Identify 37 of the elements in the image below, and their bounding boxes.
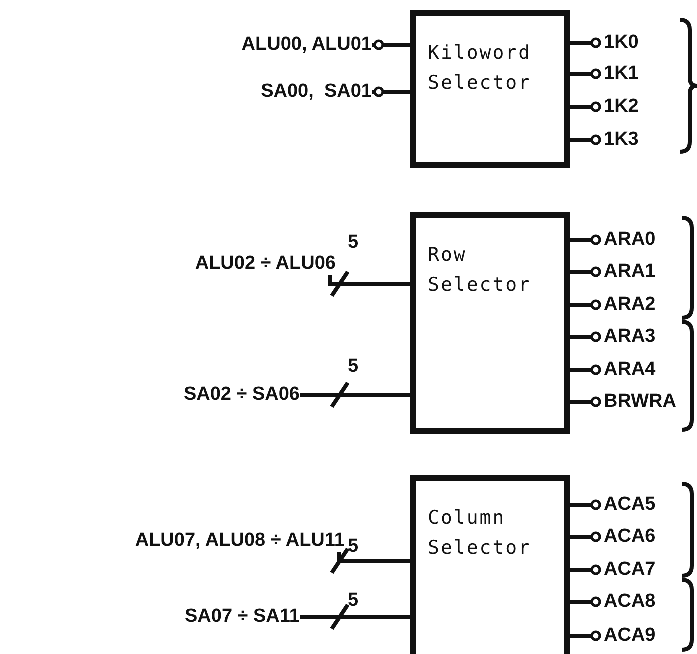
- bus-width-label: 5: [348, 232, 359, 254]
- signal-line: [300, 393, 410, 397]
- input-signal-label: ALU00, ALU01: [242, 34, 372, 56]
- signal-line: [337, 552, 410, 563]
- signal-line: [372, 86, 410, 98]
- signal-line: [328, 275, 410, 286]
- input-signal-label: SA00, SA01: [261, 81, 372, 103]
- input-signal-label: ALU07, ALU08 ÷ ALU11: [135, 530, 345, 552]
- output-signal-label: 1K0: [596, 32, 686, 54]
- bus-width-label: 5: [348, 356, 359, 378]
- output-signal-label: ACA6: [596, 526, 686, 548]
- output-signal-label: ACA9: [596, 625, 686, 647]
- output-signal-label: ACA5: [596, 494, 686, 516]
- bus-width-label: 5: [348, 590, 359, 612]
- selector-block: [410, 212, 570, 434]
- input-signal-label: SA07 ÷ SA11: [185, 606, 300, 628]
- output-signal-label: ARA3: [596, 326, 686, 348]
- selector-block: [410, 10, 570, 168]
- output-signal-label: ARA0: [596, 229, 686, 251]
- output-signal-label: ARA2: [596, 294, 686, 316]
- output-signal-label: ARA4: [596, 359, 686, 381]
- bus-width-label: 5: [348, 536, 359, 558]
- output-signal-label: ACA8: [596, 591, 686, 613]
- block-title: Row Selector: [428, 243, 533, 298]
- output-signal-label: 1K2: [596, 96, 686, 118]
- output-signal-label: ACA7: [596, 559, 686, 581]
- input-signal-label: SA02 ÷ SA06: [184, 384, 300, 406]
- signal-line: [300, 615, 410, 619]
- input-signal-label: ALU02 ÷ ALU06: [195, 253, 336, 275]
- block-title: Kiloword Selector: [428, 41, 533, 96]
- output-signal-label: ARA1: [596, 261, 686, 283]
- signal-line: [372, 40, 410, 50]
- output-signal-label: 1K1: [596, 63, 686, 85]
- block-title: Column Selector: [428, 506, 533, 561]
- output-signal-label: BRWRA: [596, 391, 686, 413]
- selector-block: [410, 475, 570, 654]
- output-signal-label: 1K3: [596, 129, 686, 151]
